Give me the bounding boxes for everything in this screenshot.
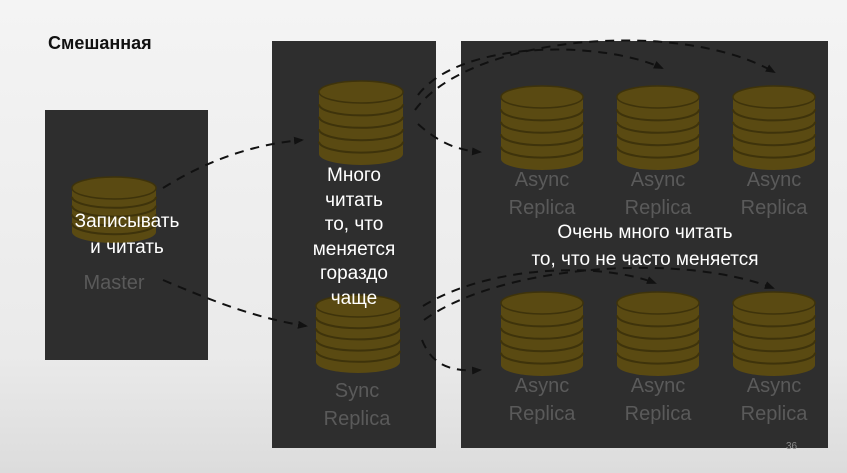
master-database-icon [71, 176, 157, 243]
sync-database-icon-top [318, 80, 404, 165]
overlay-line: то, что не часто меняется [531, 249, 759, 270]
arrow-master-to-sync-bottom [162, 279, 308, 329]
async-database-icon [732, 85, 816, 170]
async-database-icon [732, 291, 816, 376]
arrow-sync-to-async-top-2 [414, 39, 776, 111]
overlay-line: гораздо [320, 263, 388, 284]
arrow-master-to-sync-top [162, 136, 304, 189]
master-label: Master [83, 272, 145, 294]
async-database-icon [616, 85, 700, 170]
overlay-line: Очень много читать [557, 222, 733, 243]
overlay-line: то, что [324, 214, 384, 235]
overlay-line: меняется [312, 238, 396, 260]
overlay-line: читать [325, 189, 383, 211]
async-replica-label: Async Replica [624, 375, 692, 425]
arrow-sync-to-async-bottom-1 [422, 269, 657, 307]
master-overlay-text: Записывать и читать [57, 209, 197, 261]
async-database-icon [500, 85, 584, 170]
replication-arrows [162, 39, 776, 375]
arrow-sync-to-async-bottom-2 [423, 266, 775, 321]
arrow-sync-to-async-top-1 [417, 48, 664, 96]
overlay-line: Много [327, 165, 381, 186]
sync-database-icon-bottom [315, 294, 401, 373]
async-replica-label: Async Replica [624, 169, 692, 219]
page-number: 36 [786, 441, 798, 452]
sync-replica-label: Sync Replica [323, 380, 391, 430]
overlay-line: Записывать [74, 211, 180, 232]
async-database-icon [616, 291, 700, 376]
async-replica-label: Async Replica [740, 169, 808, 219]
arrow-sync-to-async-top-3 [417, 123, 482, 156]
slide-title: Смешанная [48, 33, 152, 53]
overlay-line: чаще [330, 287, 378, 309]
overlay-line: и читать [90, 237, 164, 258]
sync-overlay-text: Много читать то, что меняется гораздо ча… [289, 164, 419, 311]
database-icons [71, 80, 816, 376]
async-replica-label: Async Replica [740, 375, 808, 425]
arrow-sync-to-async-bottom-3 [421, 339, 482, 375]
async-overlay-text: Очень много читать то, что не часто меня… [495, 219, 795, 273]
async-replica-label: Async Replica [508, 375, 576, 425]
async-replica-label: Async Replica [508, 169, 576, 219]
async-database-icon [500, 291, 584, 376]
